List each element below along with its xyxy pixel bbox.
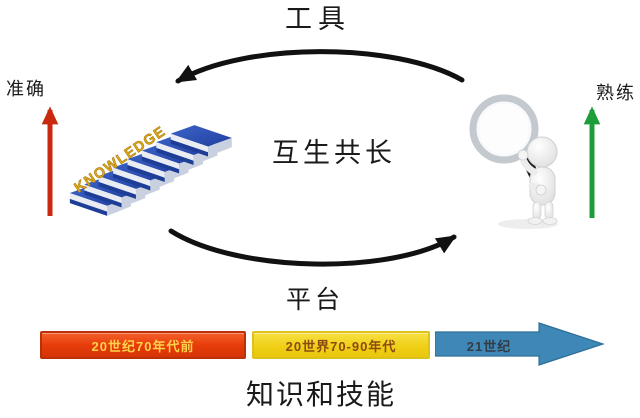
- figure-hand-bottom: [535, 184, 547, 196]
- footer-label: 知识和技能: [245, 380, 397, 411]
- figure-head: [526, 136, 558, 168]
- figure-leg-right: [544, 201, 554, 220]
- top-cycle-arrow-icon: [175, 49, 465, 84]
- timeline-segment-21st-century: 21世纪: [437, 331, 541, 359]
- timeline-segment-label: 21世纪: [466, 338, 512, 354]
- magnifier-figure-image: [469, 94, 558, 229]
- bottom-cycle-arrow-icon: [168, 228, 457, 267]
- left-axis-label: 准确: [6, 79, 46, 99]
- timeline-segment-1970s-90s: 20世界70-90年代: [252, 331, 430, 359]
- right-axis-label: 熟练: [596, 83, 636, 103]
- top-title: 工具: [285, 4, 351, 34]
- timeline-segment-label: 20世界70-90年代: [285, 338, 397, 354]
- timeline-segment-21st-century-arrow-icon: [435, 322, 605, 366]
- figure-hand-top: [517, 149, 529, 161]
- platform-label: 平台: [285, 287, 345, 314]
- lens-glass: [479, 104, 529, 154]
- center-label: 互生共长: [272, 138, 396, 168]
- timeline-segment-pre1970s: 20世纪70年代前: [40, 331, 246, 359]
- figure-leg-left: [532, 201, 542, 220]
- figure-foot-left: [527, 217, 543, 225]
- timeline-segment-label: 20世纪70年代前: [91, 338, 195, 354]
- knowledge-stairs-image: KNOWLEDGE: [69, 123, 232, 216]
- figure-foot-right: [542, 217, 558, 225]
